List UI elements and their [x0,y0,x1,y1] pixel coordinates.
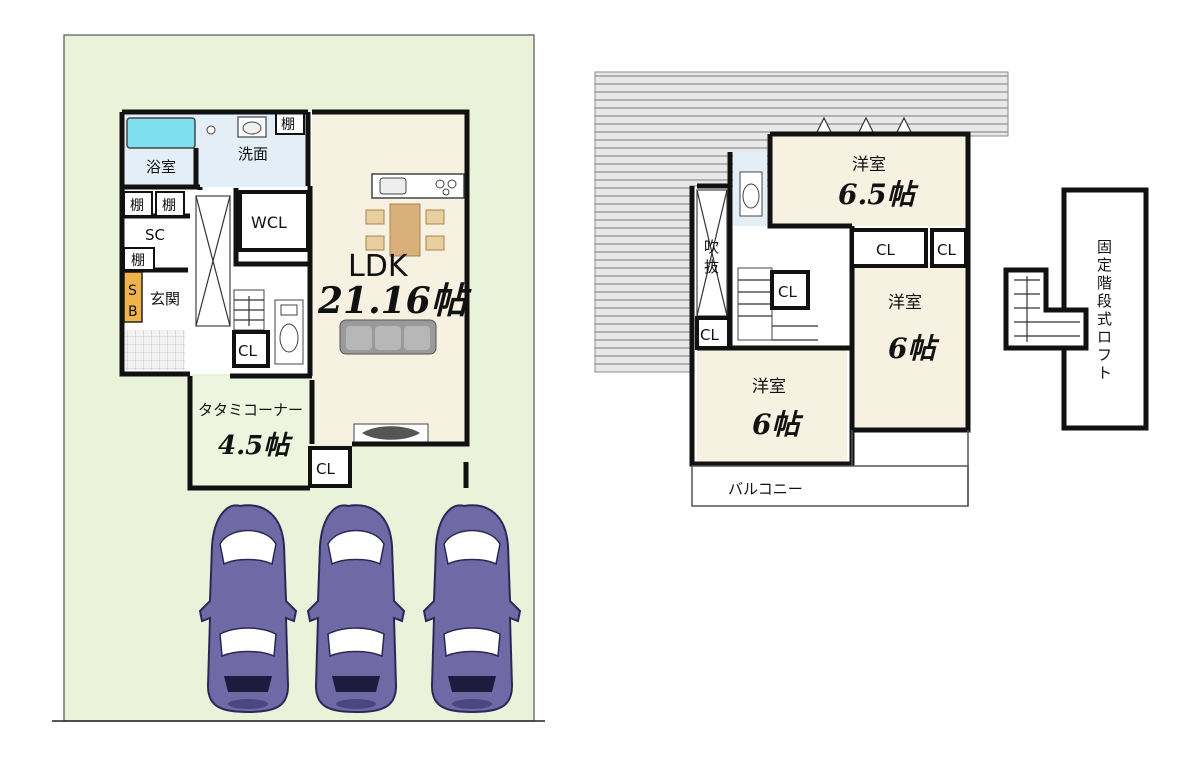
shelf-label-c: 棚 [131,253,145,269]
cl-stairs-label: CL [778,283,797,301]
car-icon [199,504,297,713]
shelf-label-a: 棚 [130,198,144,214]
bath-label: 浴室 [146,158,176,176]
entrance-label: 玄関 [150,290,180,308]
balcony-area [691,465,969,507]
wcl-label: WCL [251,213,287,232]
shelf-label-top: 棚 [281,117,295,133]
room1-size: 6.5帖 [838,178,919,211]
cl-a-label: CL [876,241,895,259]
bathtub-icon [126,117,196,149]
loft-char-2: 定 [1097,256,1112,274]
stairs [1014,276,1080,342]
cl-stairs-label: CL [238,342,257,360]
tatami-floor [190,376,310,486]
cl-tatami-label: CL [316,460,335,478]
tatami-label: タタミコーナー [198,401,303,419]
entrance-tiles [125,330,185,370]
room1-label: 洋室 [852,155,886,175]
sc-label: SC [145,226,165,244]
sofa-icon [339,319,437,355]
loft-char-1: 固 [1097,238,1112,256]
void-label-1: 吹 [704,238,719,256]
stairs [233,289,265,331]
sb-label-s: S [128,283,137,299]
upper-floor-plan: 洋室 6.5帖 CL CL CL CL 吹 抜 洋室 6帖 洋室 6帖 バルコニ… [594,71,1009,507]
tatami-size: 4.5帖 [218,431,293,461]
sink-icon [237,116,267,138]
loft-char-6: ロ [1097,328,1112,346]
void-label-2: 抜 [704,258,719,276]
ldk-size: 21.16帖 [317,280,473,322]
sb-label-b: B [128,304,138,320]
stairs [737,267,818,341]
shelf-label-b: 棚 [162,198,176,214]
ldk-floor [312,112,467,444]
loft-char-3: 階 [1097,274,1112,292]
cl-b-label: CL [937,241,956,259]
washroom-label: 洗面 [238,145,268,163]
toilet-icon [739,171,763,217]
room2-label: 洋室 [888,293,922,313]
loft-char-7: フ [1097,346,1112,364]
loft-plan: 固 定 階 段 式 ロ フ ト [1003,187,1149,431]
balcony-label: バルコニー [728,480,803,498]
loft-char-5: 式 [1097,310,1112,328]
ground-floor-plan: 浴室 洗面 棚 棚 棚 SC 棚 S B 玄関 WCL LDK 21.16帖 C… [52,34,545,722]
room2-size: 6帖 [888,332,939,365]
kitchen-icon [371,173,465,199]
toilet-icon [274,299,304,365]
loft-char-8: ト [1097,364,1112,382]
ldk-label: LDK [348,249,409,284]
car-icon [307,504,405,713]
room3-size: 6帖 [752,408,803,441]
car-icon [423,504,521,713]
cl-void-label: CL [700,326,719,344]
dining-set-icon [365,203,445,257]
room3-label: 洋室 [752,377,786,397]
tv-board-icon [353,423,429,443]
loft-char-4: 段 [1097,292,1112,310]
